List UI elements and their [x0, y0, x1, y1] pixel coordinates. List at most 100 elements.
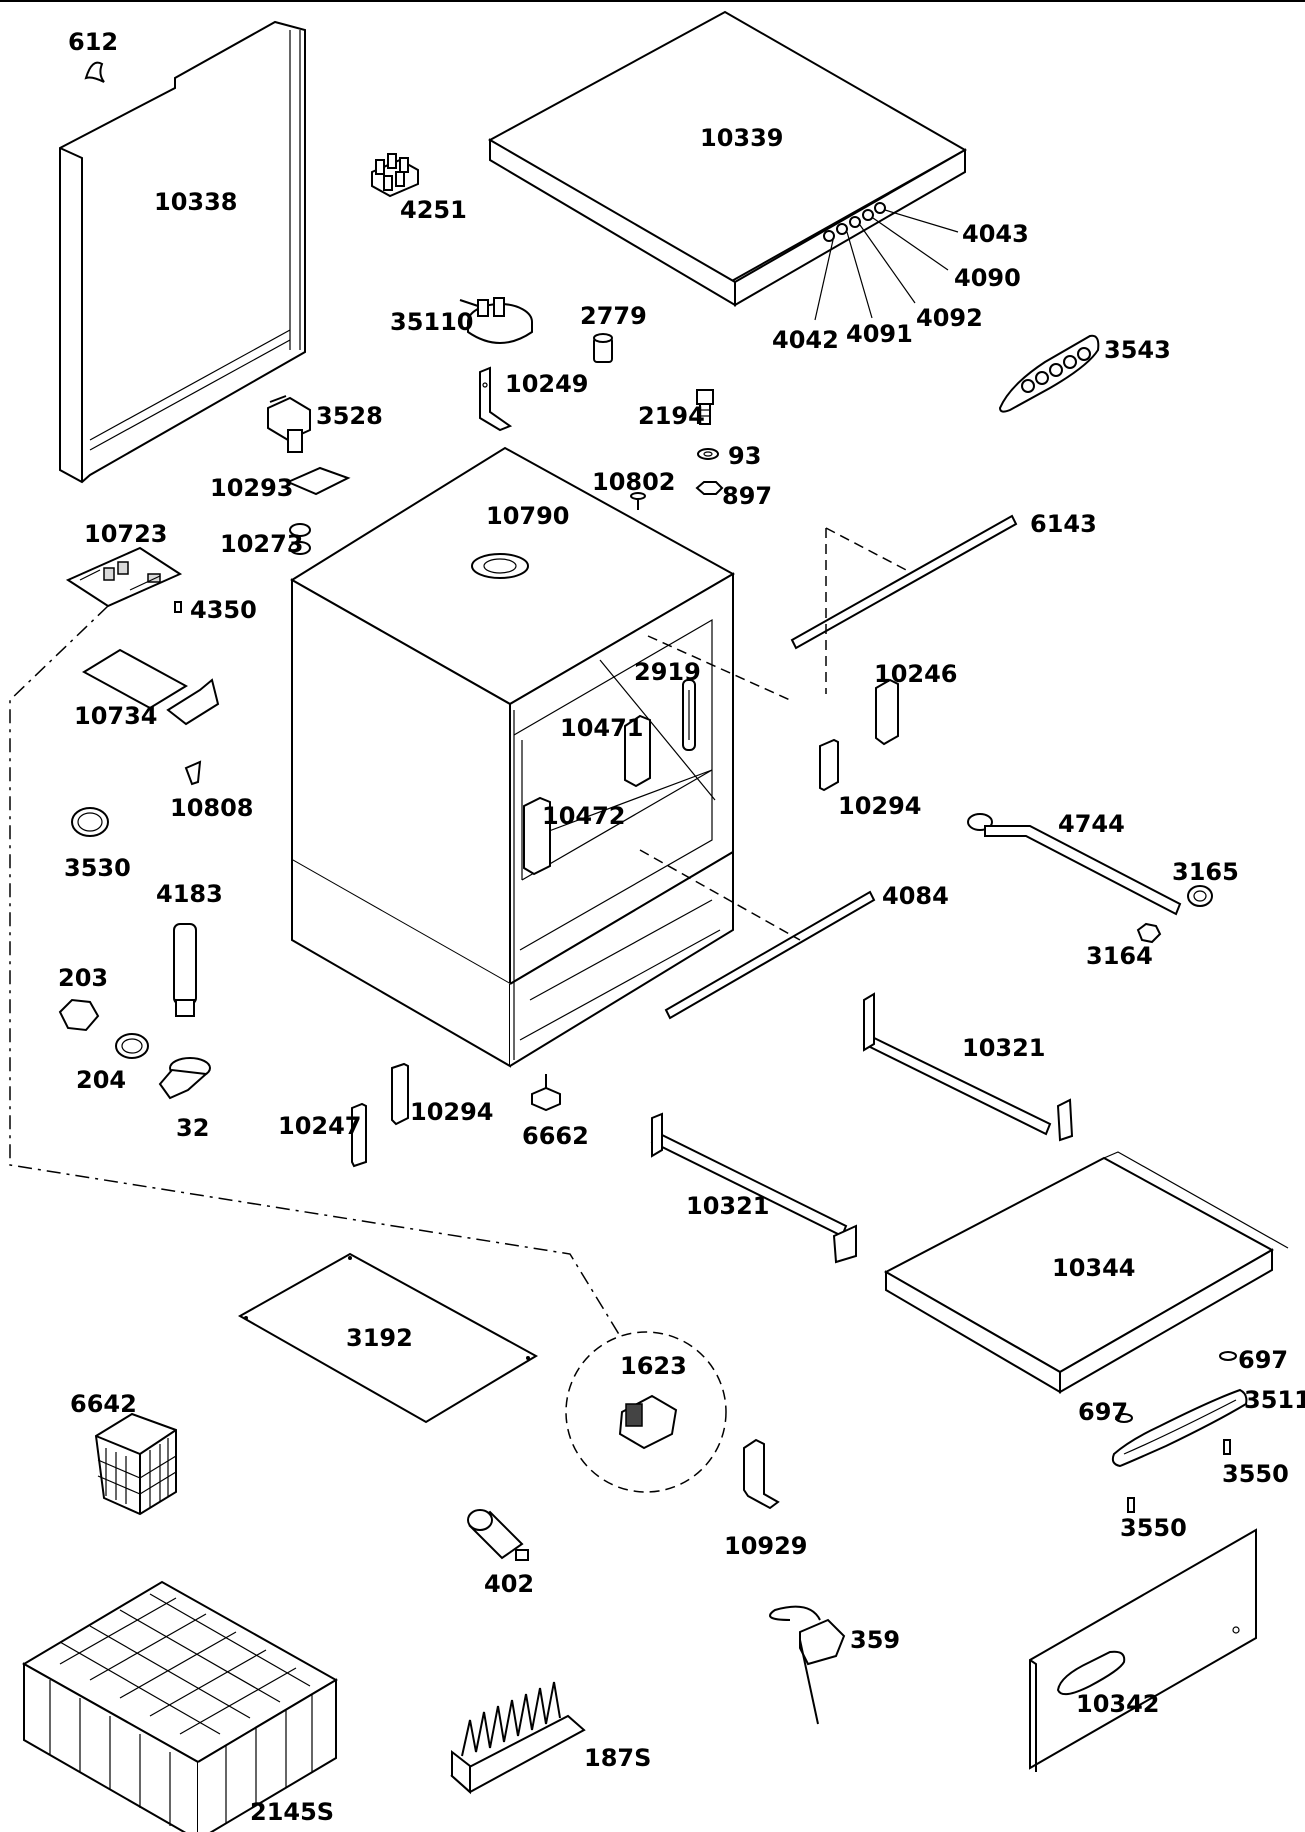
part-3165-drawing	[1187, 885, 1213, 907]
part-2194-valve-drawing	[696, 389, 714, 425]
part-2779-drawing	[593, 333, 613, 363]
label-697-b: 697	[1078, 1398, 1129, 1426]
part-10247-drawing	[351, 1102, 367, 1168]
part-10338-side-panel-drawing	[59, 20, 306, 484]
label-35110: 35110	[390, 308, 474, 336]
label-3165: 3165	[1172, 858, 1239, 886]
label-4084: 4084	[882, 882, 949, 910]
part-10734-bracket-drawing	[82, 648, 220, 726]
label-3528: 3528	[316, 402, 383, 430]
part-10321-rail-drawing-b	[650, 1112, 857, 1264]
part-10723-pcb-drawing	[65, 546, 183, 608]
part-3192-plate-drawing	[237, 1252, 539, 1424]
part-10273-nuts-drawing	[289, 523, 311, 555]
label-4183: 4183	[156, 880, 223, 908]
part-4183-tube-drawing	[173, 923, 197, 1017]
label-6662: 6662	[522, 1122, 589, 1150]
part-10471-drawing	[624, 714, 651, 788]
label-187S: 187S	[584, 1744, 652, 1772]
label-897: 897	[722, 482, 773, 510]
label-10471: 10471	[560, 714, 644, 742]
label-10472: 10472	[542, 802, 626, 830]
label-4350: 4350	[190, 596, 257, 624]
part-402-drawing	[467, 1509, 529, 1561]
part-10249-bracket-drawing	[479, 366, 513, 432]
part-4084-strip-drawing	[639, 849, 876, 1020]
label-3164: 3164	[1086, 942, 1153, 970]
part-2919-drawing	[682, 679, 696, 751]
label-10294-a: 10294	[838, 792, 922, 820]
part-10929-bracket-drawing	[743, 1438, 780, 1510]
label-2779: 2779	[580, 302, 647, 330]
label-10339: 10339	[700, 124, 784, 152]
label-10294-b: 10294	[410, 1098, 494, 1126]
part-697-washer-a	[1219, 1351, 1237, 1361]
part-697-washer-b	[1115, 1413, 1133, 1423]
part-10344-base-tray-drawing	[883, 1151, 1289, 1394]
part-10808-drawing	[184, 760, 202, 786]
label-10802: 10802	[592, 468, 676, 496]
label-6143: 6143	[1030, 510, 1097, 538]
label-4043: 4043	[962, 220, 1029, 248]
part-3528-switch-drawing	[267, 395, 311, 453]
label-10247: 10247	[278, 1112, 362, 1140]
part-4350-drawing	[174, 601, 182, 613]
part-10790-cabinet-drawing	[290, 446, 736, 1068]
label-697-a: 697	[1238, 1346, 1289, 1374]
label-203: 203	[58, 964, 109, 992]
label-10723: 10723	[84, 520, 168, 548]
label-6642: 6642	[70, 1390, 137, 1418]
part-4744-arm-drawing	[967, 813, 1182, 916]
label-10808: 10808	[170, 794, 254, 822]
part-1623-detail-drawing	[565, 1331, 727, 1493]
part-2145S-rack-drawing	[22, 1580, 338, 1832]
label-402: 402	[484, 1570, 535, 1598]
part-3550-screw-b	[1127, 1497, 1135, 1513]
part-3550-screw-a	[1223, 1439, 1231, 1455]
label-10338: 10338	[154, 188, 238, 216]
part-3530-grommet-drawing	[71, 807, 109, 837]
part-203-nut-drawing	[58, 998, 100, 1032]
label-10734: 10734	[74, 702, 158, 730]
part-93-washer-drawing	[697, 448, 719, 460]
label-10249: 10249	[505, 370, 589, 398]
part-10339-top-cover-drawing	[487, 10, 968, 321]
pcb-leader-line	[9, 605, 621, 1337]
label-3530: 3530	[64, 854, 131, 882]
label-10321-b: 10321	[686, 1192, 770, 1220]
label-2145S: 2145S	[250, 1798, 335, 1826]
label-10321-a: 10321	[962, 1034, 1046, 1062]
label-2194: 2194	[638, 402, 705, 430]
label-3543: 3543	[1104, 336, 1171, 364]
label-10342: 10342	[1076, 1690, 1160, 1718]
part-6642-cutlery-basket-drawing	[94, 1412, 177, 1516]
label-3511: 3511	[1244, 1386, 1305, 1414]
part-6143-strip-drawing	[647, 514, 1018, 701]
label-4042: 4042	[772, 326, 839, 354]
part-10342-door-panel-drawing	[1029, 1528, 1257, 1772]
label-4251: 4251	[400, 196, 467, 224]
label-10293: 10293	[210, 474, 294, 502]
part-10294-drawing-b	[391, 1062, 409, 1126]
label-4091: 4091	[846, 320, 913, 348]
label-3550-a: 3550	[1222, 1460, 1289, 1488]
label-93: 93	[728, 442, 762, 470]
part-10246-drawing	[875, 678, 899, 746]
label-204: 204	[76, 1066, 127, 1094]
part-897-nut-drawing	[695, 481, 724, 495]
label-10790: 10790	[486, 502, 570, 530]
label-32: 32	[176, 1114, 210, 1142]
part-32-drawing	[158, 1057, 211, 1100]
part-3511-handle-drawing	[1111, 1388, 1248, 1468]
label-3550-b: 3550	[1120, 1514, 1187, 1542]
label-4744: 4744	[1058, 810, 1125, 838]
part-10294-drawing-a	[819, 738, 839, 792]
label-359: 359	[850, 1626, 901, 1654]
part-359-drawing	[769, 1605, 846, 1725]
part-612-clip-drawing	[84, 61, 105, 83]
part-187S-rack-drawing	[450, 1681, 586, 1795]
label-2919: 2919	[634, 658, 701, 686]
part-4251-terminal-drawing	[371, 153, 419, 198]
